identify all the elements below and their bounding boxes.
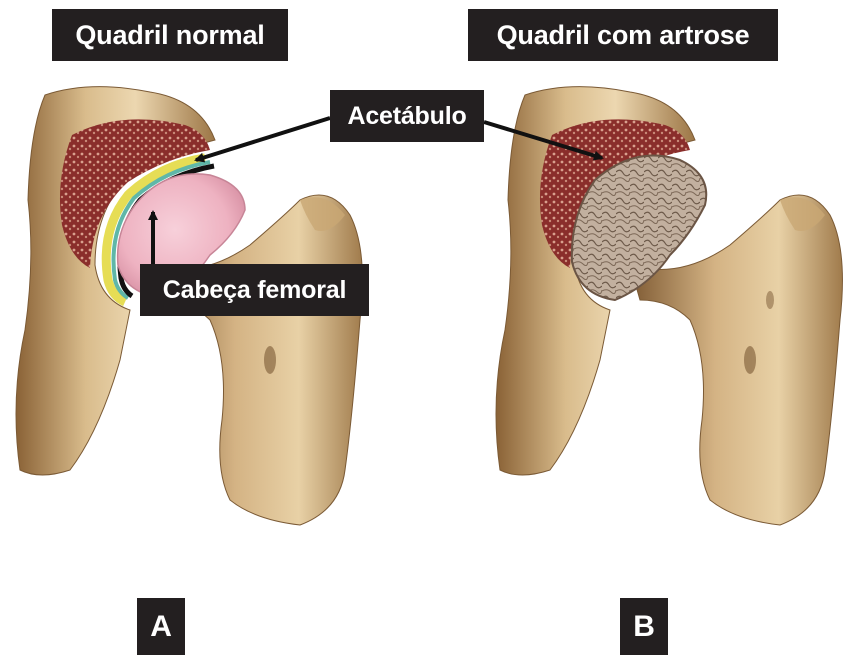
label-acetabulum: Acetábulo — [330, 90, 484, 142]
title-normal-hip: Quadril normal — [52, 9, 288, 61]
title-arthrosis-hip: Quadril com artrose — [468, 9, 778, 61]
panel-label-b: B — [620, 598, 668, 655]
arrow-acetabulum-a — [196, 118, 330, 160]
panel-label-a: A — [137, 598, 185, 655]
label-femoral-head: Cabeça femoral — [140, 264, 369, 316]
arthrosis-hip-drawing — [496, 87, 842, 525]
